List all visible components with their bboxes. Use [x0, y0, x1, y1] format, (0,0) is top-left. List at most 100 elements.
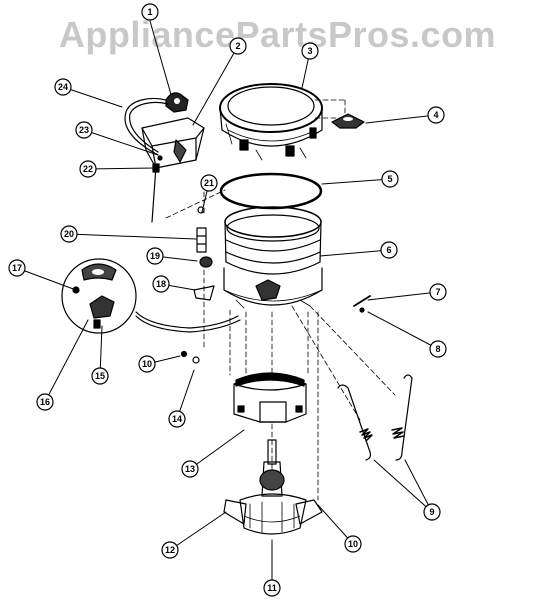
callout-circle: [152, 275, 170, 293]
callout-number: 8: [435, 344, 440, 354]
callout-c18: 18: [152, 275, 170, 293]
callout-c16: 16: [36, 393, 54, 411]
callout-number: 6: [386, 245, 391, 255]
part-21-bolt: [197, 206, 205, 214]
callout-circle: [181, 460, 199, 478]
callout-number: 4: [433, 110, 438, 120]
callout-circle: [429, 340, 447, 358]
part-2-dispenser-bracket: [141, 117, 205, 169]
part-18-strap: [193, 285, 215, 301]
assembly-lines: [165, 99, 396, 501]
callout-c20: 20: [60, 225, 78, 243]
part-1-inlet-fitting: [165, 92, 189, 113]
callout-circle: [146, 247, 164, 265]
callout-c12: 12: [161, 541, 179, 559]
callout-circle: [344, 535, 362, 553]
callout-number: 7: [435, 287, 440, 297]
callout-circle: [8, 259, 26, 277]
callout-number: 20: [64, 229, 74, 239]
part-20-spring-pin: [196, 227, 207, 253]
callout-circle: [429, 283, 447, 301]
callout-number: 10: [348, 539, 358, 549]
callout-number: 16: [40, 397, 50, 407]
callout-number: 15: [95, 371, 105, 381]
callout-number: 19: [150, 251, 160, 261]
callout-number: 9: [429, 507, 434, 517]
detail-inset: [61, 258, 241, 334]
part-11-transmission: [223, 439, 323, 535]
callout-c7: 7: [429, 283, 447, 301]
callout-circle: [423, 503, 441, 521]
callout-circle: [168, 410, 186, 428]
callout-number: 1: [147, 7, 152, 17]
part-14-washer: [192, 356, 200, 364]
part-9-springs: [337, 374, 413, 461]
callout-c1: 1: [141, 3, 159, 21]
part-8-washer: [359, 307, 365, 313]
callout-c24: 24: [54, 78, 72, 96]
callout-c6: 6: [380, 241, 398, 259]
part-10-screw: [180, 350, 188, 358]
callout-circle: [427, 106, 445, 124]
callout-circle: [60, 225, 78, 243]
callout-number: 13: [185, 464, 195, 474]
callout-c2: 2: [229, 37, 247, 55]
callout-circle: [381, 170, 399, 188]
callout-c13: 13: [181, 460, 199, 478]
callout-circle: [141, 3, 159, 21]
callout-number: 10: [142, 359, 152, 369]
part-13-insulation: [233, 372, 307, 423]
callout-c9: 9: [423, 503, 441, 521]
callout-number: 14: [172, 414, 182, 424]
part-22-rod: [151, 163, 160, 223]
callout-number: 18: [156, 279, 166, 289]
callout-c4: 4: [427, 106, 445, 124]
part-7-clip: [353, 295, 371, 307]
callout-c14: 14: [168, 410, 186, 428]
callout-circle: [301, 42, 319, 60]
callout-circle: [75, 121, 93, 139]
callout-circle: [79, 160, 97, 178]
callout-c19: 19: [146, 247, 164, 265]
callout-c11: 11: [263, 579, 281, 597]
callout-circle: [200, 174, 218, 192]
callout-number: 11: [267, 583, 277, 593]
callout-c10a: 10: [138, 355, 156, 373]
callout-circle: [54, 78, 72, 96]
callout-circle: [91, 367, 109, 385]
part-4-cap: [331, 113, 365, 129]
callout-c22: 22: [79, 160, 97, 178]
part-6-outer-tub: [223, 206, 323, 309]
callout-number: 22: [83, 164, 93, 174]
callout-number: 17: [12, 263, 22, 273]
callout-number: 24: [58, 82, 68, 92]
callout-number: 2: [235, 41, 240, 51]
callout-c21: 21: [200, 174, 218, 192]
part-19-nut: [199, 256, 213, 268]
part-5-seal: [219, 172, 323, 210]
callout-number: 21: [204, 178, 214, 188]
callout-c5: 5: [381, 170, 399, 188]
callout-circle: [229, 37, 247, 55]
callout-c23: 23: [75, 121, 93, 139]
callout-c3: 3: [301, 42, 319, 60]
callout-circle: [36, 393, 54, 411]
callout-number: 12: [165, 545, 175, 555]
callout-circle: [161, 541, 179, 559]
callout-c10b: 10: [344, 535, 362, 553]
callout-c17: 17: [8, 259, 26, 277]
callout-circle: [138, 355, 156, 373]
callout-circle: [263, 579, 281, 597]
watermark: AppliancePartsPros.com: [58, 14, 497, 55]
callout-number: 5: [387, 174, 392, 184]
part-24-hose: [124, 97, 169, 156]
callout-number: 3: [307, 46, 312, 56]
callout-c8: 8: [429, 340, 447, 358]
callout-number: 23: [79, 125, 89, 135]
callout-c15: 15: [91, 367, 109, 385]
callout-circle: [380, 241, 398, 259]
part-3-tub-ring: [219, 83, 323, 161]
